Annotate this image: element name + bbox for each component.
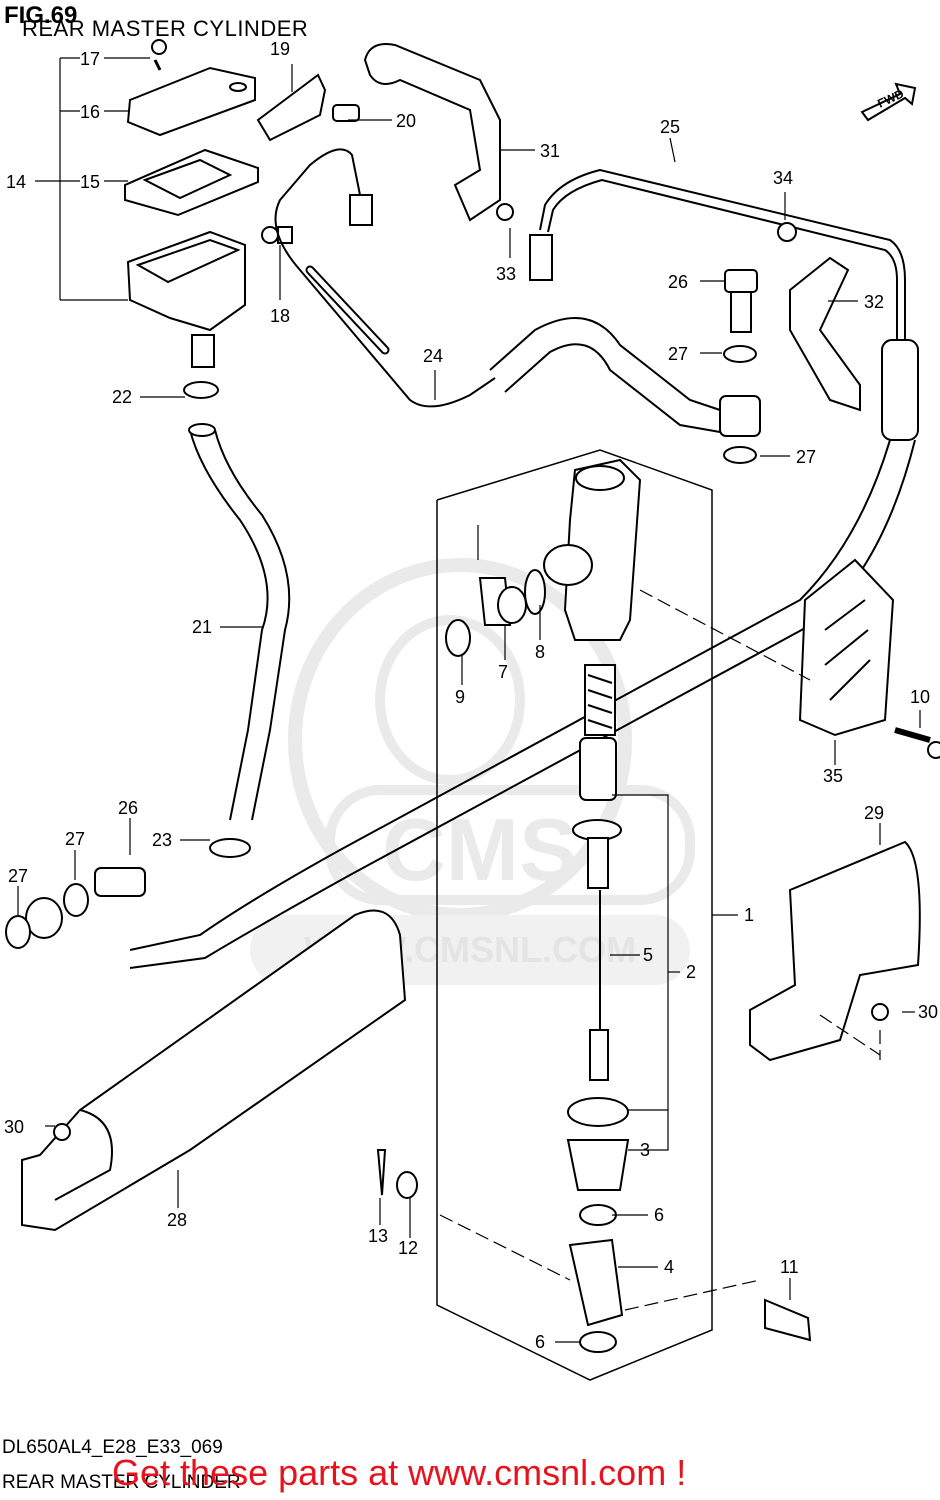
callout-17: 17	[80, 49, 100, 69]
callout-6b: 6	[535, 1332, 545, 1352]
callout-20: 20	[396, 111, 416, 131]
callout-34: 34	[773, 168, 793, 188]
reservoir-tank	[124, 39, 259, 368]
callout-13: 13	[368, 1226, 388, 1246]
callout-15: 15	[80, 172, 100, 192]
callout-27c: 27	[65, 829, 85, 849]
figure-number: FIG.69	[4, 2, 78, 29]
callout-7: 7	[498, 662, 508, 682]
group-bracket-14	[35, 57, 150, 301]
figure-subtitle: REAR MASTER CYLINDER	[22, 16, 309, 41]
piston-assembly	[376, 664, 812, 1353]
callout-26b: 26	[118, 798, 138, 818]
callout-30a: 30	[918, 1002, 938, 1022]
callout-29: 29	[864, 803, 884, 823]
callout-27b: 27	[796, 447, 816, 467]
footer-caption: REAR MASTER CYLINDER	[2, 1472, 241, 1493]
callout-27a: 27	[668, 344, 688, 364]
callout-32: 32	[864, 292, 884, 312]
callout-16: 16	[80, 102, 100, 122]
callout-18: 18	[270, 306, 290, 326]
callout-3: 3	[640, 1140, 650, 1160]
callout-21: 21	[192, 617, 212, 637]
reservoir-bracket	[256, 73, 360, 244]
master-cylinder	[445, 458, 642, 657]
callout-33: 33	[496, 264, 516, 284]
cover-28	[21, 909, 889, 1232]
callout-11: 11	[780, 1257, 799, 1277]
callout-1: 1	[744, 905, 754, 925]
callout-19: 19	[270, 39, 290, 59]
callout-23: 23	[152, 830, 172, 850]
callout-24: 24	[423, 346, 443, 366]
callout-28: 28	[167, 1210, 187, 1230]
callout-12: 12	[398, 1238, 418, 1258]
brake-pipe-lower	[5, 168, 919, 969]
callout-6a: 6	[654, 1205, 664, 1225]
callout-9: 9	[455, 687, 465, 707]
callout-4: 4	[664, 1257, 674, 1277]
callout-26a: 26	[668, 272, 688, 292]
promo-link[interactable]: Get these parts at www.cmsnl.com !	[112, 1452, 687, 1493]
callout-35: 35	[823, 766, 843, 786]
reservoir-hose	[183, 381, 291, 858]
callout-27d: 27	[8, 866, 28, 886]
leader-lines	[17, 64, 921, 1343]
callout-14: 14	[6, 172, 26, 192]
callout-22: 22	[112, 387, 132, 407]
cover-29	[749, 840, 921, 1062]
callout-2: 2	[686, 962, 696, 982]
callout-labels: 1 2 3 4 5 6 6 7 8 9 10 11 12 13 14 15 16…	[4, 39, 938, 1352]
assembly-outline	[436, 449, 713, 1381]
callout-31: 31	[540, 141, 560, 161]
watermark-logo: CMS	[382, 800, 578, 899]
fwd-arrow-icon: FWD	[860, 82, 917, 122]
model-code: DL650AL4_E28_E33_069	[2, 1437, 223, 1458]
heel-guard	[798, 558, 940, 759]
callout-8: 8	[535, 642, 545, 662]
hose-clamps	[363, 43, 861, 412]
callout-5: 5	[643, 945, 653, 965]
dash-lines	[439, 589, 881, 1311]
callout-30b: 30	[4, 1117, 24, 1137]
callout-10: 10	[910, 687, 930, 707]
brake-pipe-upper	[274, 148, 761, 437]
callout-25: 25	[660, 117, 680, 137]
